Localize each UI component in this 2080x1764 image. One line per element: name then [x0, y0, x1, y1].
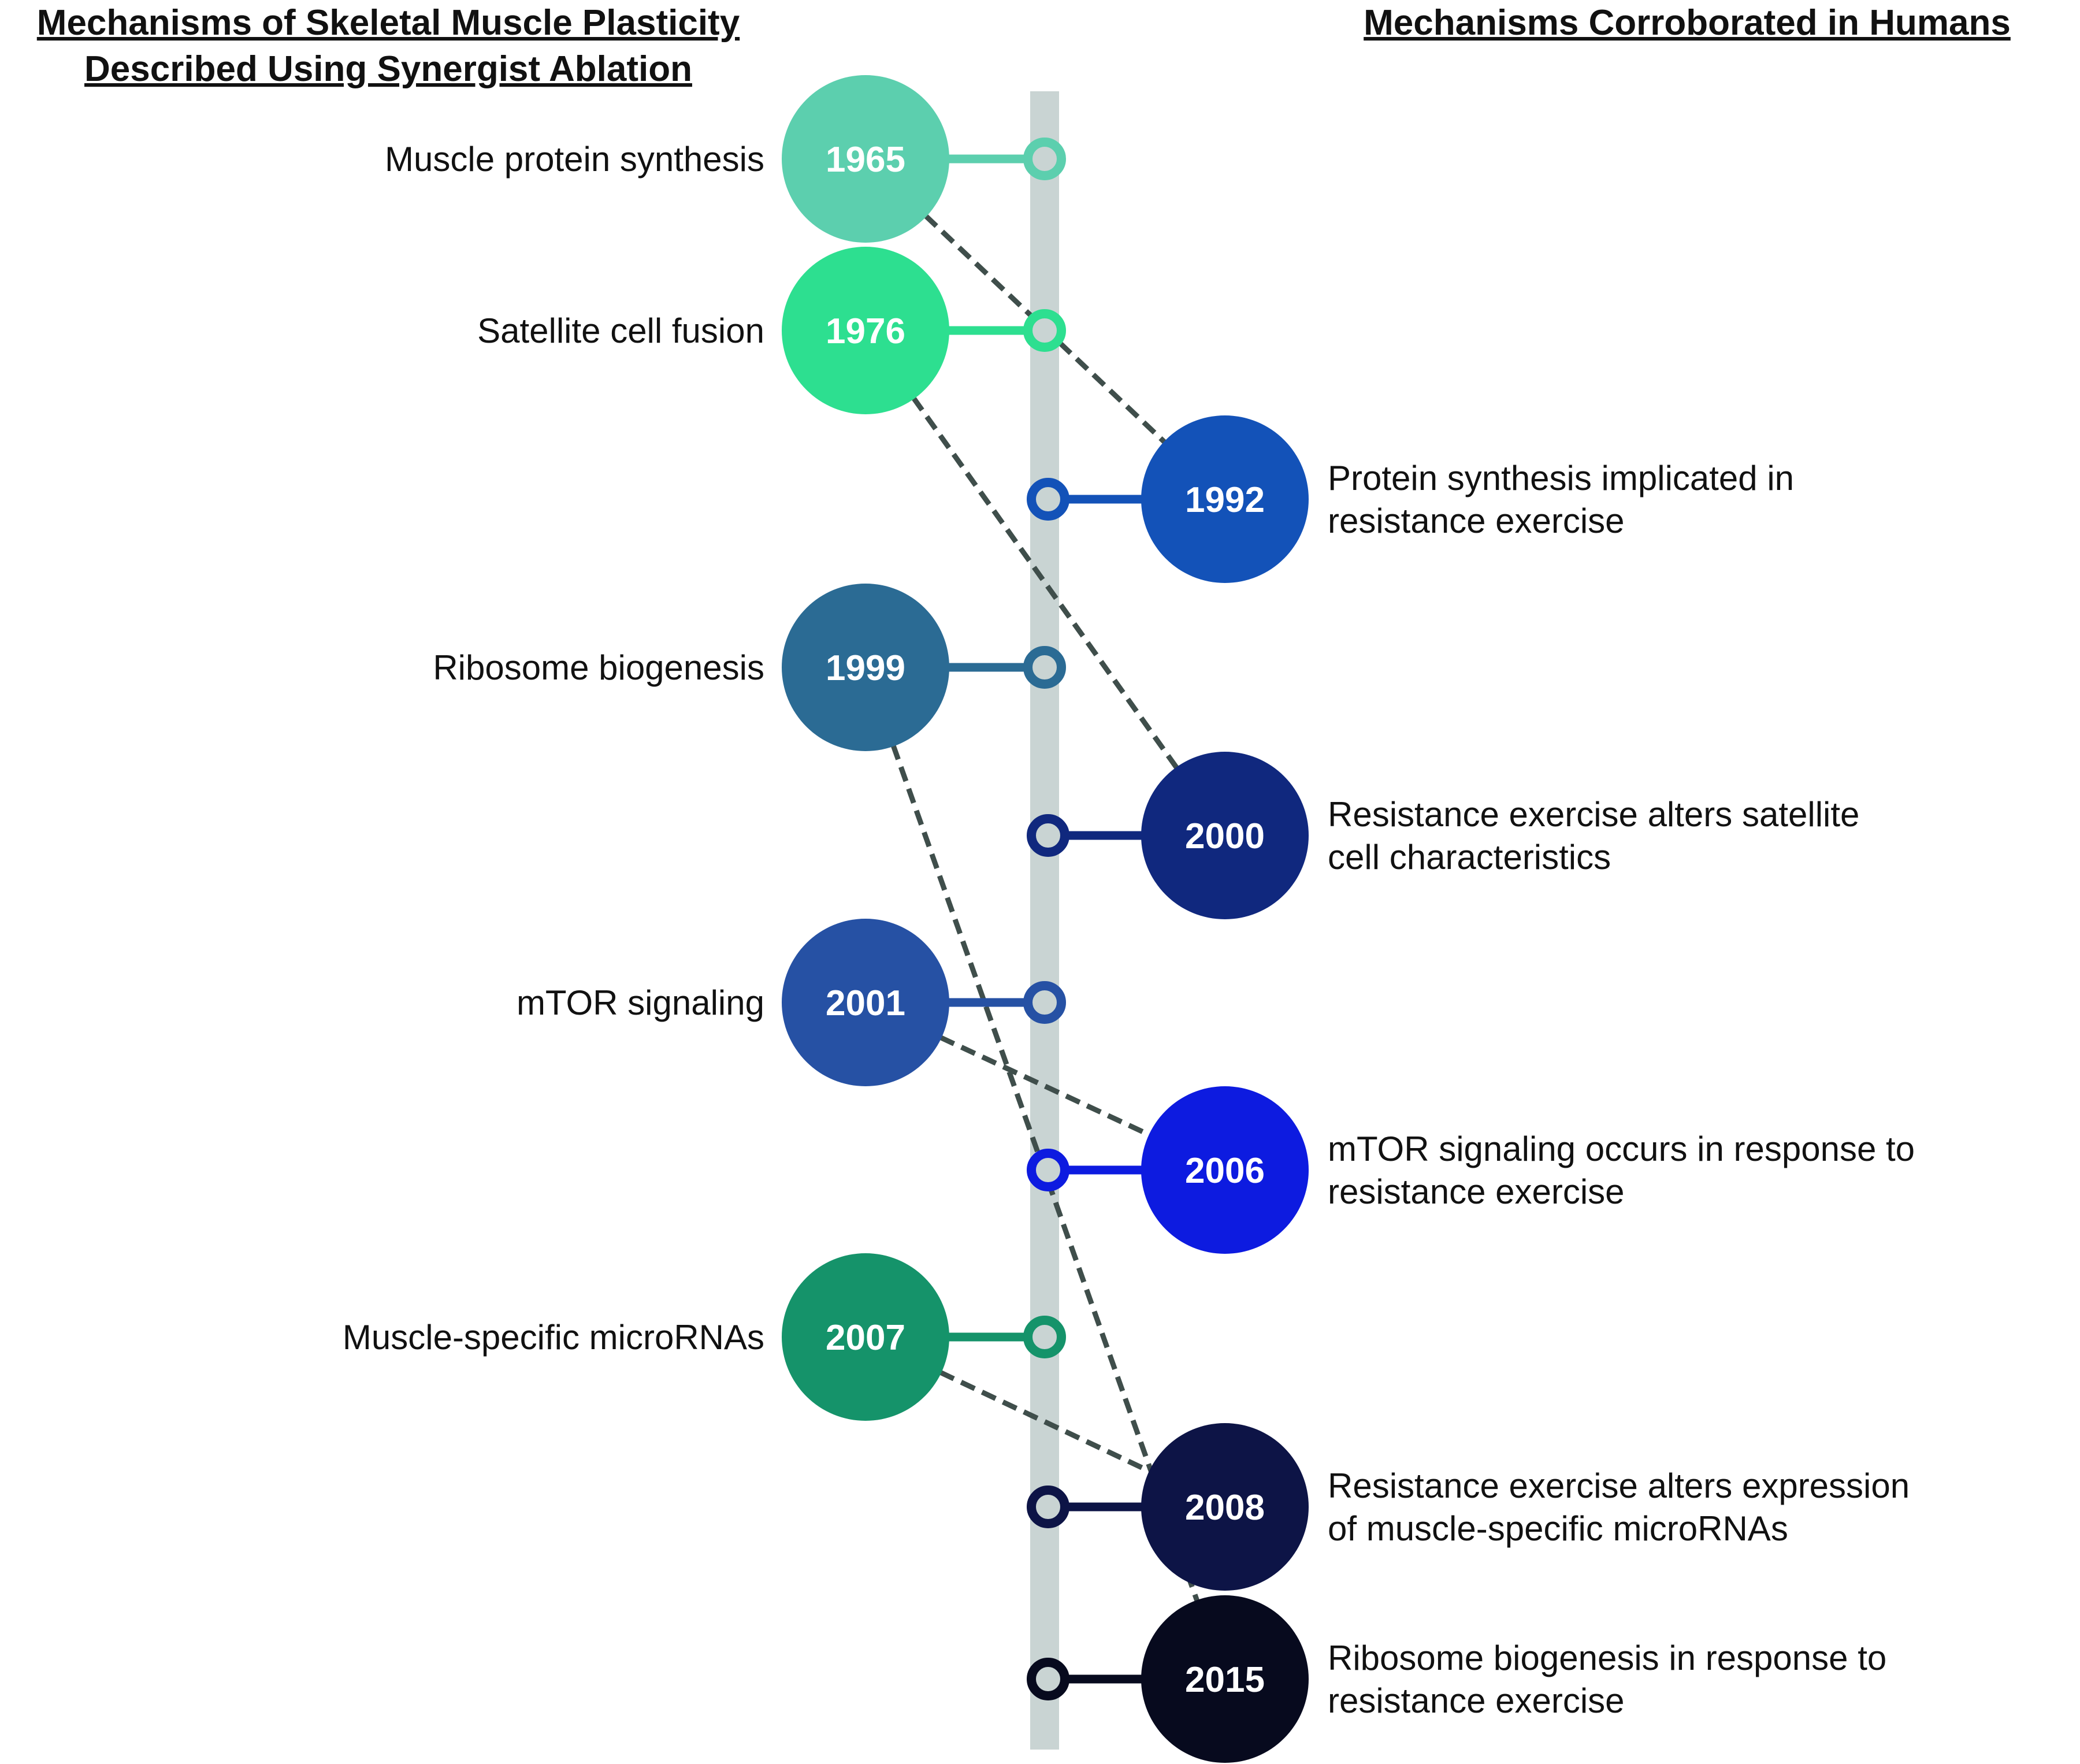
- year-label-1999: 1999: [826, 648, 905, 688]
- year-label-2008: 2008: [1185, 1488, 1265, 1528]
- event-label-2008-line2: of muscle-specific microRNAs: [1328, 1509, 1788, 1548]
- axis-dot-1965: [1023, 138, 1066, 180]
- year-label-1992: 1992: [1185, 480, 1265, 520]
- event-label-1992-line1: Protein synthesis implicated in: [1328, 459, 1794, 497]
- left-header-line2: Described Using Synergist Ablation: [84, 49, 692, 89]
- axis-dot-1992: [1027, 478, 1069, 521]
- event-label-2015-line1: Ribosome biogenesis in response to: [1328, 1639, 1886, 1677]
- year-label-2007: 2007: [826, 1318, 905, 1358]
- axis-dot-2000: [1027, 814, 1069, 857]
- year-label-2006: 2006: [1185, 1151, 1265, 1191]
- year-circle-2006: [1141, 1086, 1309, 1254]
- year-label-1976: 1976: [826, 311, 905, 351]
- event-label-2006-line1: mTOR signaling occurs in response to: [1328, 1130, 1915, 1168]
- event-label-1976: Satellite cell fusion: [477, 311, 764, 350]
- year-circle-2008: [1141, 1423, 1309, 1591]
- event-label-2008-line1: Resistance exercise alters expression: [1328, 1466, 1910, 1505]
- right-header: Mechanisms Corroborated in Humans: [1364, 3, 2011, 43]
- axis-dot-2015: [1027, 1658, 1069, 1700]
- event-label-2000-line2: cell characteristics: [1328, 838, 1611, 877]
- event-label-2006-line2: resistance exercise: [1328, 1172, 1625, 1211]
- event-label-2000-line1: Resistance exercise alters satellite: [1328, 795, 1859, 834]
- event-label-2007: Muscle-specific microRNAs: [343, 1318, 764, 1357]
- link-2001-2006: [939, 1035, 1152, 1138]
- event-label-1965: Muscle protein synthesis: [385, 140, 764, 179]
- year-label-2015: 2015: [1185, 1660, 1265, 1700]
- year-label-1965: 1965: [826, 140, 905, 180]
- link-1999-2015: [890, 744, 1200, 1602]
- year-label-2001: 2001: [826, 983, 905, 1023]
- timeline-axis: [1030, 91, 1059, 1750]
- axis-dot-1976: [1023, 309, 1066, 352]
- axis-dot-1999: [1023, 646, 1066, 689]
- event-label-1999: Ribosome biogenesis: [433, 648, 764, 687]
- year-circle-2000: [1141, 752, 1309, 919]
- event-label-2001: mTOR signaling: [517, 983, 764, 1022]
- year-circle-1976: [782, 247, 949, 414]
- year-circle-2001: [782, 919, 949, 1086]
- link-2007-2008: [939, 1370, 1152, 1474]
- year-circle-2007: [782, 1253, 949, 1421]
- axis-dot-2007: [1023, 1316, 1066, 1358]
- link-1976-2000: [911, 396, 1179, 770]
- event-label-1992-line2: resistance exercise: [1328, 502, 1625, 540]
- year-label-2000: 2000: [1185, 816, 1265, 856]
- year-circle-1999: [782, 584, 949, 751]
- axis-dot-2006: [1027, 1149, 1069, 1191]
- year-circle-2015: [1141, 1595, 1309, 1763]
- year-circle-1992: [1141, 415, 1309, 583]
- left-header-line1: Mechanisms of Skeletal Muscle Plasticity: [37, 3, 740, 43]
- axis-dot-2001: [1023, 981, 1066, 1024]
- event-label-2015-line2: resistance exercise: [1328, 1681, 1625, 1720]
- axis-dot-2008: [1027, 1486, 1069, 1528]
- year-circle-1965: [782, 75, 949, 243]
